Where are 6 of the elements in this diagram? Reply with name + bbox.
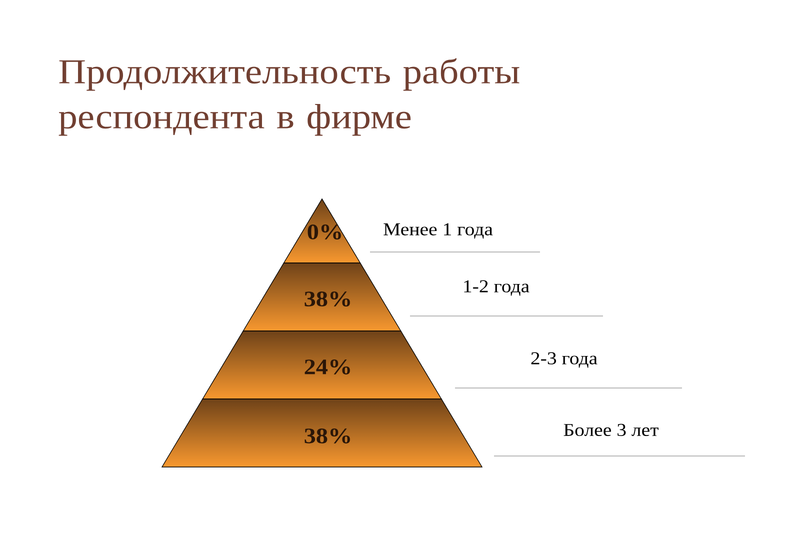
category-label: 1-2 года — [464, 280, 530, 296]
pyramid-band: 24% — [202, 330, 442, 400]
category-label: Более 3 лет — [564, 424, 658, 436]
category-label: 2-3 года — [531, 352, 598, 368]
title: Продолжительность работы респондента в фирме — [58, 58, 520, 136]
category-label: Менее 1 года — [384, 223, 493, 239]
